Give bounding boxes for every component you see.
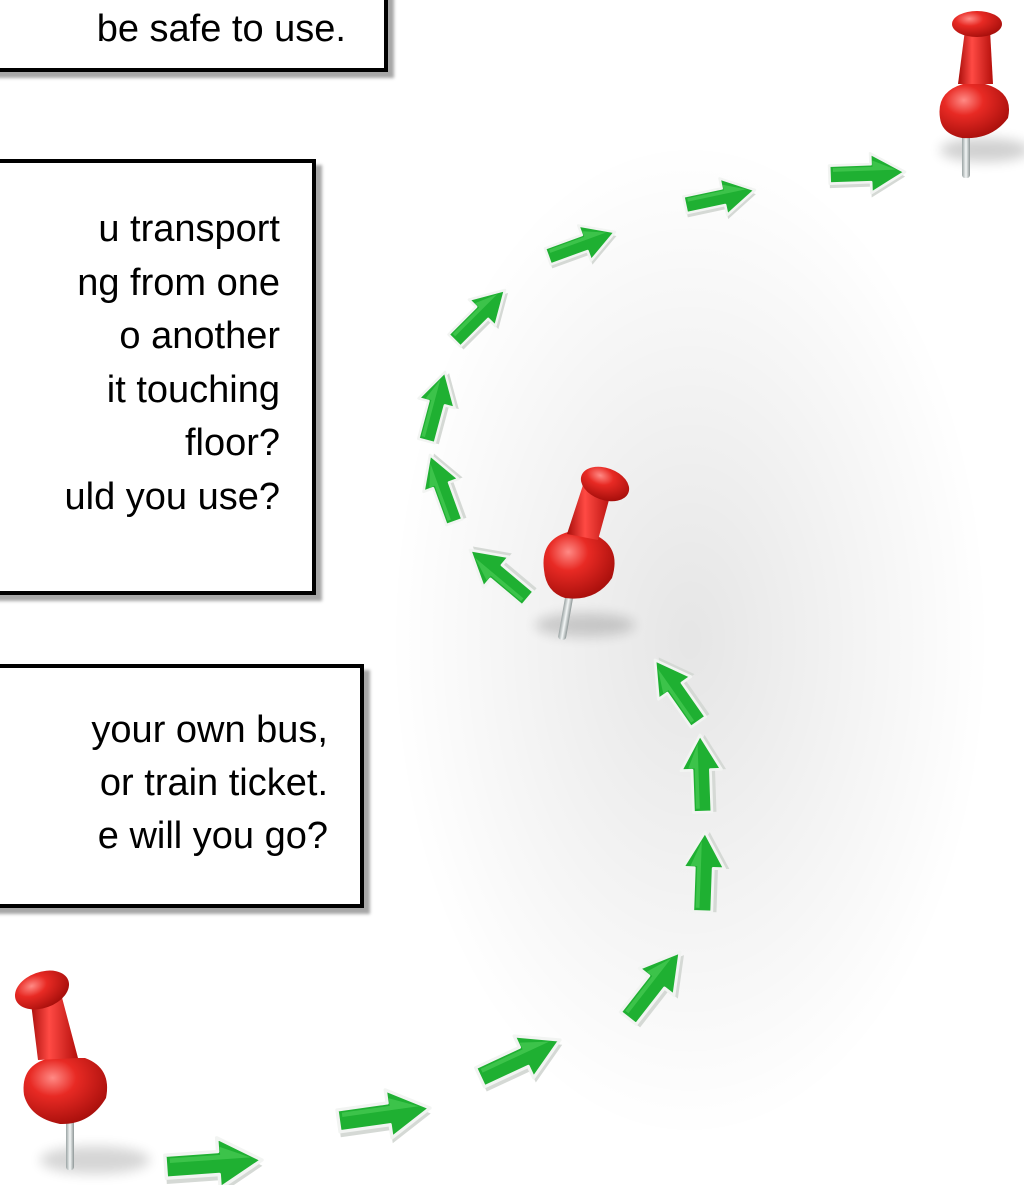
path-shadow	[390, 140, 990, 1140]
callout-box-transport: u transport ng from one o another it tou…	[0, 159, 316, 595]
pin-bottom-icon	[10, 964, 150, 1174]
green-arrow-icon	[829, 152, 906, 199]
callout-text-line: ng from one	[0, 257, 280, 311]
callout-text-line: your own bus,	[0, 704, 328, 757]
callout-box-safety: be safe to use.	[0, 0, 388, 72]
callout-text-line: u transport	[0, 203, 280, 257]
callout-text-line: it touching	[0, 364, 280, 418]
callout-text-line: floor?	[0, 417, 280, 471]
pin-top-icon	[939, 11, 1024, 178]
green-arrow-icon	[335, 1084, 434, 1150]
callout-text-line: or train ticket.	[0, 757, 328, 810]
callout-text-line: be safe to use.	[0, 8, 346, 50]
green-arrow-icon	[164, 1135, 264, 1185]
callout-text-line: e will you go?	[0, 810, 328, 863]
callout-text-line: o another	[0, 310, 280, 364]
callout-box-trip: your own bus, or train ticket. e will yo…	[0, 664, 364, 908]
callout-text-line: uld you use?	[0, 471, 280, 525]
